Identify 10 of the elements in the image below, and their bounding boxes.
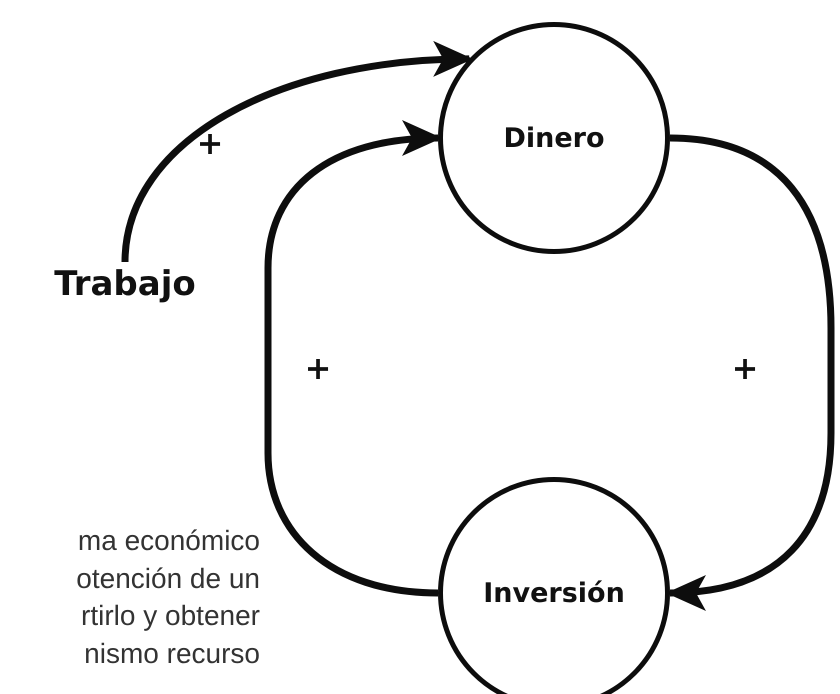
- edge-label: +: [304, 352, 332, 384]
- node-label: Trabajo: [54, 264, 196, 304]
- paragraph-text: otención de un: [76, 562, 260, 596]
- paragraph-text: ma económico: [78, 524, 260, 558]
- paragraph-text: rtirlo y obtener: [81, 599, 260, 633]
- node-label: Dinero: [503, 122, 605, 154]
- edge-label: +: [732, 352, 758, 384]
- node-label: Inversión: [483, 578, 625, 608]
- edge-label: +: [196, 127, 224, 159]
- paragraph-text: nismo recurso: [84, 636, 260, 670]
